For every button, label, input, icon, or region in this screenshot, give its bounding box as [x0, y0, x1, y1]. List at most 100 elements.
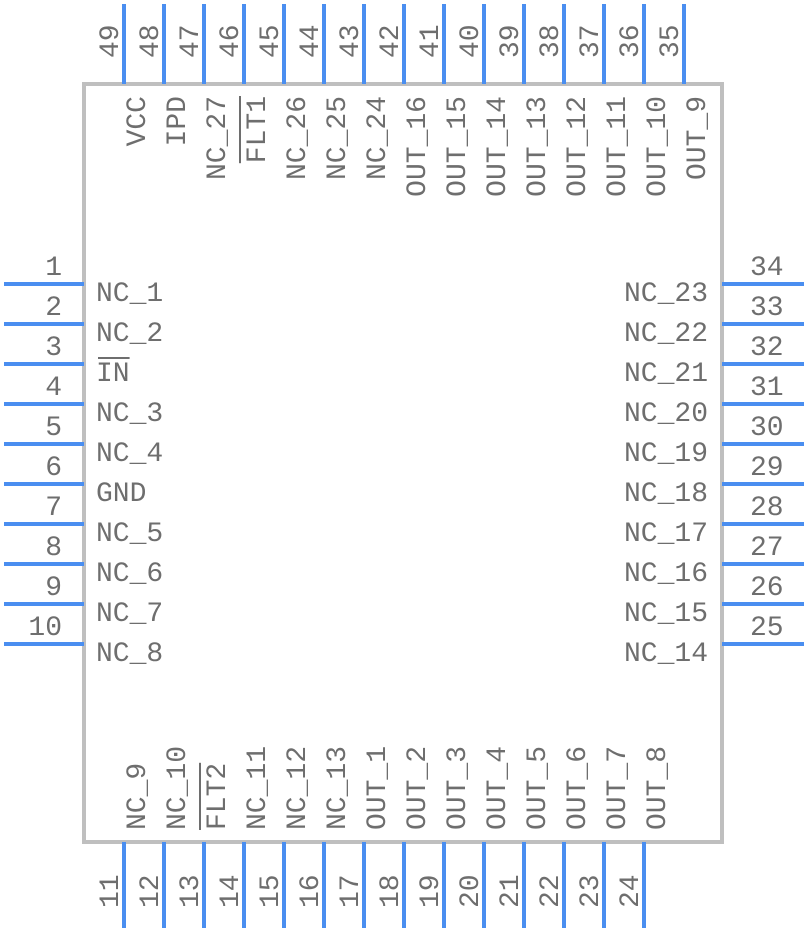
- pin-name: OUT_5: [523, 746, 554, 830]
- pin-13[interactable]: 13 FLT2: [176, 763, 234, 928]
- pin-number: 47: [176, 24, 207, 58]
- pin-number: 48: [136, 24, 167, 58]
- pin-name: OUT_10: [643, 96, 674, 197]
- pin-number: 45: [256, 24, 287, 58]
- pin-number: 3: [45, 333, 62, 364]
- pin-name: NC_17: [624, 519, 708, 550]
- pin-20[interactable]: 20 OUT_4: [456, 746, 514, 928]
- pin-name: OUT_6: [563, 746, 594, 830]
- pin-name: OUT_2: [403, 746, 434, 830]
- pin-name: OUT_9: [683, 96, 714, 180]
- pin-3[interactable]: 3IN: [4, 333, 130, 390]
- pin-name: OUT_11: [603, 96, 634, 197]
- pin-number: 39: [496, 24, 527, 58]
- pin-name: NC_10: [163, 746, 194, 830]
- pin-number: 42: [376, 24, 407, 58]
- pin-18[interactable]: 18 OUT_2: [376, 746, 434, 928]
- pin-5[interactable]: 5NC_4: [4, 413, 163, 470]
- pin-name: IPD: [163, 96, 194, 146]
- component-body: [82, 82, 724, 844]
- pin-name: NC_16: [624, 559, 708, 590]
- pin-name: NC_1: [96, 279, 163, 310]
- pin-number: 41: [416, 24, 447, 58]
- pin-number: 4: [45, 373, 62, 404]
- pin-name: NC_23: [624, 279, 708, 310]
- pin-8[interactable]: 8NC_6: [4, 533, 163, 590]
- pin-number: 35: [656, 24, 687, 58]
- pin-number: 13: [176, 874, 207, 908]
- pin-number: 20: [456, 874, 487, 908]
- pin-4[interactable]: 4NC_3: [4, 373, 163, 430]
- pin-22[interactable]: 22 OUT_6: [536, 746, 594, 928]
- pin-7[interactable]: 7NC_5: [4, 493, 163, 550]
- pin-number: 31: [750, 373, 784, 404]
- pin-number: 24: [616, 874, 647, 908]
- pin-name: NC_14: [624, 639, 708, 670]
- pin-name: OUT_3: [443, 746, 474, 830]
- pin-name: GND: [96, 479, 146, 510]
- pin-name: OUT_13: [523, 96, 554, 197]
- pin-name: NC_13: [323, 746, 354, 830]
- pin-name: NC_15: [624, 599, 708, 630]
- pin-name: NC_18: [624, 479, 708, 510]
- pin-name: OUT_7: [603, 746, 634, 830]
- pin-number: 49: [96, 24, 127, 58]
- pin-name: NC_19: [624, 439, 708, 470]
- pin-name: OUT_4: [483, 746, 514, 830]
- pin-number: 28: [750, 493, 784, 524]
- pin-name: NC_26: [283, 96, 314, 180]
- pin-9[interactable]: 9NC_7: [4, 573, 163, 630]
- pin-name: FLT2: [203, 763, 234, 830]
- pin-number: 29: [750, 453, 784, 484]
- pin-19[interactable]: 19 OUT_3: [416, 746, 474, 928]
- pin-number: 18: [376, 874, 407, 908]
- pin-number: 6: [45, 453, 62, 484]
- pin-2[interactable]: 2NC_2: [4, 293, 163, 350]
- pin-number: 26: [750, 573, 784, 604]
- pin-number: 38: [536, 24, 567, 58]
- pin-number: 43: [336, 24, 367, 58]
- pin-number: 19: [416, 874, 447, 908]
- pin-number: 22: [536, 874, 567, 908]
- pin-number: 37: [576, 24, 607, 58]
- pin-1[interactable]: 1NC_1: [4, 253, 163, 310]
- pin-number: 5: [45, 413, 62, 444]
- pin-number: 10: [28, 613, 62, 644]
